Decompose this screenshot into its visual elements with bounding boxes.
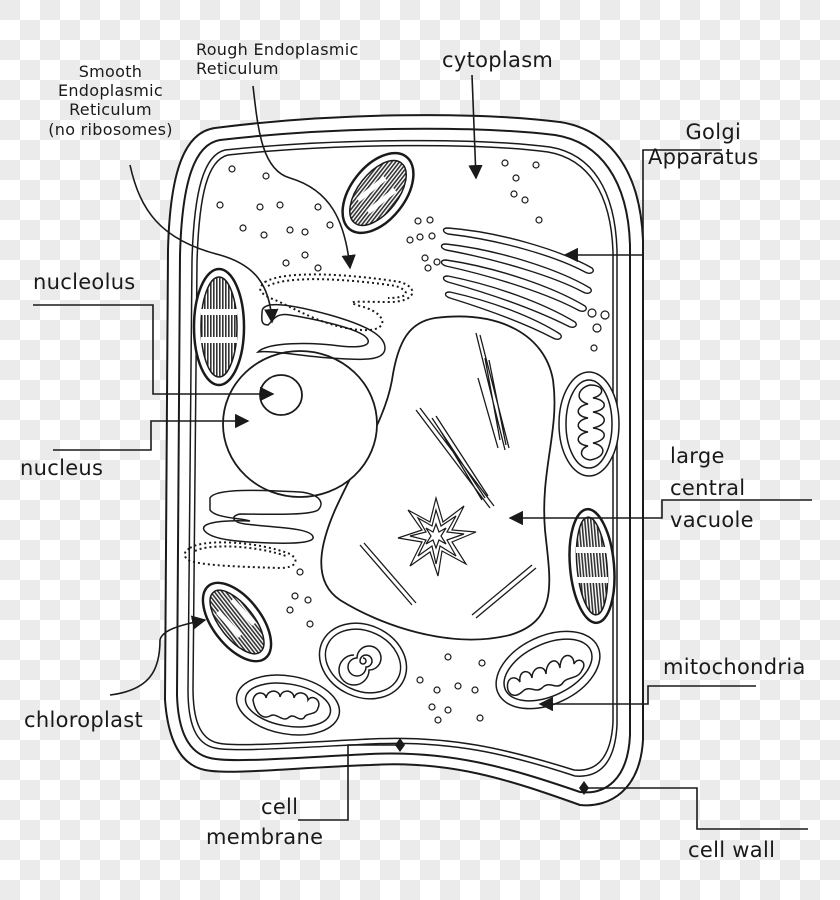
label-nucleolus: nucleolus <box>33 270 136 294</box>
leader-chloroplast <box>109 615 207 696</box>
chloroplast-top <box>341 151 415 235</box>
cell-membrane <box>187 139 618 777</box>
golgi-apparatus <box>440 227 594 340</box>
leader-mitochondria <box>538 685 756 712</box>
chloroplast-bottom <box>201 581 273 663</box>
vacuole-crystals <box>359 332 537 619</box>
label-golgi: Golgi Apparatus <box>648 120 759 170</box>
leader-nucleolus <box>33 304 275 402</box>
label-chloroplast: chloroplast <box>24 708 144 732</box>
rough-er <box>183 273 414 570</box>
nucleus <box>222 350 378 498</box>
nucleolus <box>259 374 303 416</box>
label-cytoplasm: cytoplasm <box>442 48 554 72</box>
leader-cell-wall <box>584 787 808 830</box>
spiral-organelle <box>318 622 408 700</box>
chloroplast-left <box>192 267 246 387</box>
label-smooth-er: Smooth Endoplasmic Reticulum (no ribosom… <box>48 62 173 139</box>
leader-golgi <box>563 149 722 263</box>
leader-vacuole <box>508 499 812 526</box>
label-nucleus: nucleus <box>20 456 104 480</box>
label-rough-er: Rough Endoplasmic Reticulum <box>196 40 359 79</box>
ribosomes <box>216 159 610 724</box>
mitochondrion-right-upper <box>558 371 620 477</box>
leader-cytoplasm <box>468 74 483 180</box>
mitochondrion-bottom-left <box>235 674 341 736</box>
label-mitochondria: mitochondria <box>663 655 806 679</box>
leader-cell-membrane <box>298 744 400 821</box>
leader-lines <box>33 74 812 830</box>
label-vacuole: large central vacuole <box>670 444 754 532</box>
smooth-er <box>203 303 386 544</box>
chloroplast-right <box>568 507 616 625</box>
pointer-diamonds <box>395 738 589 795</box>
crystal-star <box>397 495 477 577</box>
label-cell-wall: cell wall <box>688 838 776 862</box>
leader-smooth-er <box>129 164 279 324</box>
mitochondrion-bottom-right <box>495 630 601 710</box>
leader-nucleus <box>53 413 250 451</box>
label-cell-membrane: cell membrane <box>206 795 324 849</box>
leader-rough-er <box>252 85 356 270</box>
